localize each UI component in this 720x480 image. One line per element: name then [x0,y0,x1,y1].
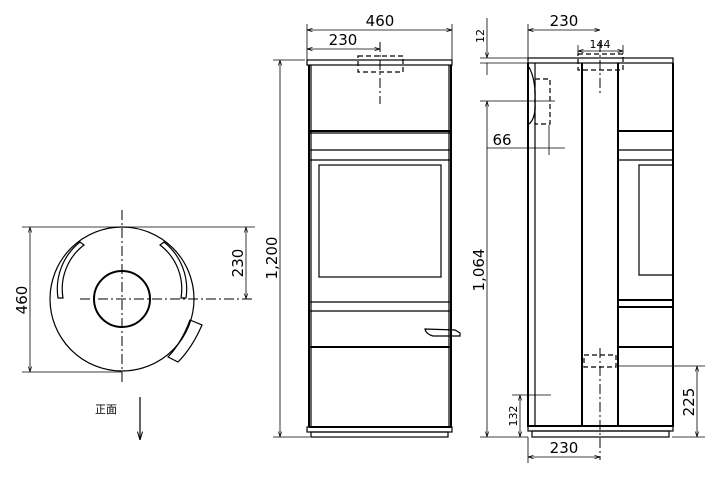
side-flue-offset-label: 230 [550,12,579,30]
door-window [318,164,442,278]
center-offset-label: 230 [229,249,247,278]
right-vent-slot [159,241,188,299]
air-inlet-low-label: 132 [507,406,520,427]
bottom-offset-label: 230 [550,439,579,457]
flue-offset-label: 230 [329,31,358,49]
flue-width-label: 144 [590,38,611,51]
side-base-foot [531,430,670,438]
base-foot [310,431,449,438]
door-handle-top [167,319,203,363]
rear-outlet-height-label: 1,064 [470,249,488,292]
air-inlet-height-label: 225 [680,388,698,417]
height-label: 1,200 [263,237,281,280]
front-label: 正面 [95,403,117,416]
flue-collar [357,55,404,73]
rear-outlet-curve [528,66,536,125]
top-plate-label: 12 [474,29,487,43]
side-door-window [638,164,673,276]
diameter-label: 460 [13,286,31,315]
door-handle [424,328,461,337]
left-vent-slot [56,241,85,299]
side-view: 12 230 144 1,064 66 132 225 230 [470,12,705,463]
width-label: 460 [366,12,395,30]
top-view: 460 230 正面 [13,210,255,440]
rear-outlet-depth-label: 66 [492,131,511,149]
front-view: 460 230 1,200 [263,12,461,438]
rear-outlet [534,78,551,125]
